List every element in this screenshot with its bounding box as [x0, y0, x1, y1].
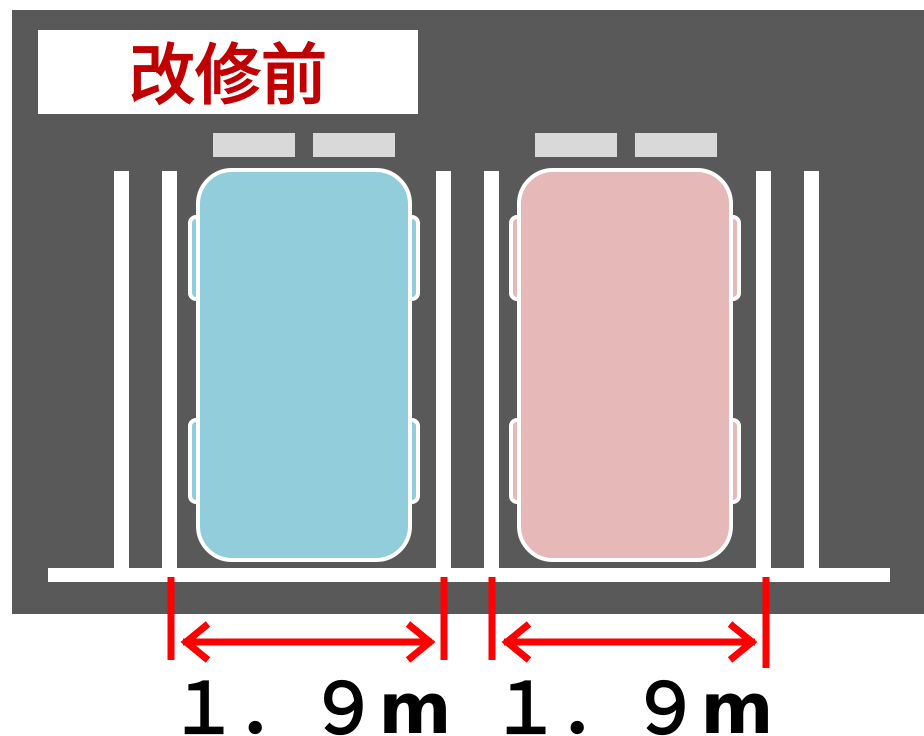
arrow-head-left	[180, 621, 211, 663]
parking-line	[436, 171, 451, 571]
dimension-right	[488, 577, 770, 668]
title-text: 改修前	[129, 37, 327, 114]
arrow-head-right	[405, 621, 436, 663]
car-body	[196, 168, 412, 562]
wheel-stopper	[535, 133, 617, 157]
parking-base-line	[48, 568, 890, 582]
arrow-head-right	[727, 621, 758, 663]
wheel-stopper	[213, 133, 295, 157]
wheel-stopper	[635, 133, 717, 157]
car-pink	[509, 168, 741, 562]
arrow-head-left	[501, 621, 532, 663]
dimension-left	[167, 577, 448, 663]
parking-line	[114, 171, 129, 571]
width-label-left: １．９m	[169, 668, 452, 736]
title-box	[38, 30, 418, 114]
car-body	[517, 168, 733, 562]
parking-line	[484, 171, 499, 571]
parking-line	[756, 171, 771, 571]
wheel-stopper	[313, 133, 395, 157]
width-label-right: １．９m	[491, 668, 774, 736]
parking-line	[804, 171, 819, 571]
car-blue	[188, 168, 420, 562]
parking-line	[162, 171, 177, 571]
